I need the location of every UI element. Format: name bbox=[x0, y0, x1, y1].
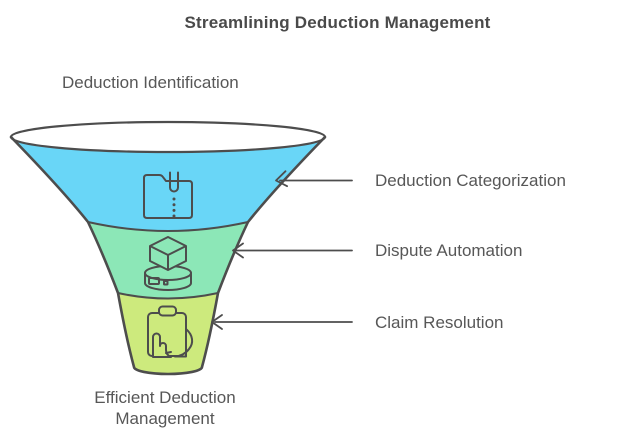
clipboard-hand-icon bbox=[147, 305, 194, 358]
funnel-top-label: Deduction Identification bbox=[62, 73, 239, 92]
arrow-head-icon bbox=[275, 170, 289, 188]
stage-label-claim-resolution: Claim Resolution bbox=[375, 313, 504, 332]
package-on-platform-icon bbox=[144, 236, 192, 291]
connector-arrow-3 bbox=[211, 314, 353, 330]
funnel-rim bbox=[9, 120, 327, 154]
connector-arrow-2 bbox=[232, 242, 353, 259]
funnel-stage-3-shape bbox=[118, 293, 218, 374]
funnel-bottom-label-line1: Efficient Deduction bbox=[94, 388, 236, 407]
funnel-silhouette bbox=[9, 135, 327, 376]
arrow-head-icon bbox=[211, 314, 223, 330]
connector-arrow-1 bbox=[275, 170, 353, 188]
funnel-bottom-label: Efficient Deduction Management bbox=[60, 387, 270, 429]
funnel-divider-2 bbox=[117, 292, 219, 300]
arrow-head-icon bbox=[232, 242, 244, 259]
funnel-divider-1 bbox=[87, 221, 249, 232]
diagram-title: Streamlining Deduction Management bbox=[184, 13, 491, 32]
funnel-stage-1-shape bbox=[11, 137, 325, 231]
folder-bookmark-icon bbox=[143, 171, 193, 219]
stage-label-dispute-automation: Dispute Automation bbox=[375, 241, 523, 260]
funnel-bottom-label-line2: Management bbox=[115, 409, 215, 428]
stage-label-deduction-categorization: Deduction Categorization bbox=[375, 171, 566, 190]
